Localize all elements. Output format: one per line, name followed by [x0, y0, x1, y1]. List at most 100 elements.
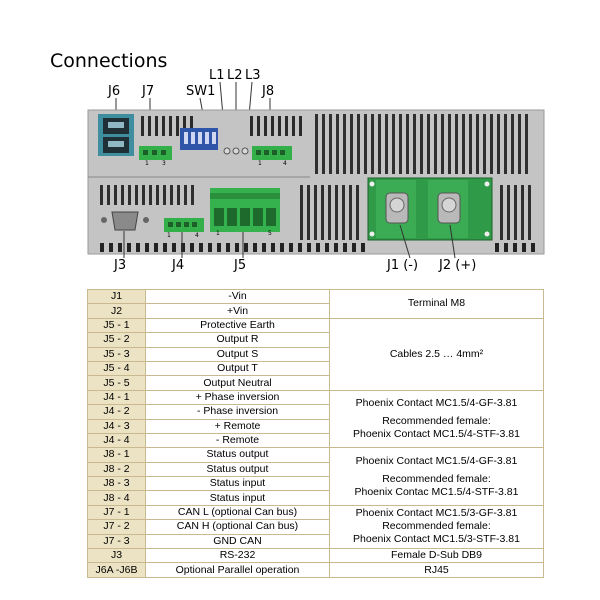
spec-text: Female D-Sub DB9 [390, 549, 483, 562]
row-id: J6A -J6B [87, 562, 146, 578]
row-id: J4 - 4 [87, 432, 146, 449]
spec-cell: Phoenix Contact MC1.5/4-GF-3.81 Recommen… [329, 447, 544, 506]
j3-db9-connector [101, 211, 149, 231]
row-desc: GND CAN [145, 533, 330, 550]
row-id: J8 - 4 [87, 490, 146, 506]
row-id: J5 - 5 [87, 375, 146, 391]
table-row: J5 - 2 Output R [87, 332, 544, 348]
spec-cell: Terminal M8 [329, 289, 544, 319]
j4-pin-last: 4 [195, 232, 199, 239]
row-desc: Output T [145, 360, 330, 377]
row-id: J7 - 1 [87, 504, 146, 521]
j4-pin-first: 1 [167, 232, 171, 239]
row-id: J8 - 2 [87, 461, 146, 478]
spec-text: Phoenix Contact MC1.5/4-GF-3.81 [355, 397, 518, 410]
row-desc: CAN L (optional Can bus) [145, 504, 330, 521]
sw1-dip-switch [180, 128, 218, 150]
row-desc: - Phase inversion [145, 404, 330, 420]
spec-text: Phoenix Contact MC1.5/3-STF-3.81 [353, 533, 520, 546]
spec-text: Phoenix Contact MC1.5/4-STF-3.81 [353, 428, 520, 441]
label-l3: L3 [245, 68, 261, 83]
j7-pin-last: 3 [162, 160, 166, 167]
table-row: J7 - 1 CAN L (optional Can bus) Phoenix … [87, 504, 544, 550]
row-desc: Status output [145, 461, 330, 478]
table-row: J8 - 1 Status output Phoenix Contact MC1… [87, 447, 544, 506]
row-id: J3 [87, 548, 146, 564]
row-id: J4 - 1 [87, 389, 146, 406]
spec-text: Phoenix Contac MC1.5/4-STF-3.81 [354, 485, 519, 498]
page-title: Connections [50, 50, 168, 72]
row-desc: +Vin [145, 303, 330, 319]
row-id: J2 [87, 303, 146, 319]
spec-cell: Cables 2.5 … 4mm² [329, 317, 544, 391]
spec-text: RJ45 [424, 563, 449, 576]
table-row: J7 - 3 GND CAN [87, 533, 544, 550]
spec-text: Recommended female: [382, 415, 491, 428]
j7-terminal-connector [139, 146, 172, 160]
row-desc: Output R [145, 332, 330, 348]
j6-rj45-connector [98, 114, 134, 156]
spec-cell: RJ45 [329, 562, 544, 578]
j7-pin-first: 1 [145, 160, 149, 167]
table-row: J8 - 4 Status input [87, 490, 544, 506]
row-id: J5 - 1 [87, 317, 146, 334]
spec-text: Phoenix Contact MC1.5/4-GF-3.81 [355, 454, 518, 467]
spec-text: Cables 2.5 … 4mm² [389, 347, 484, 360]
row-desc: Optional Parallel operation [145, 562, 330, 578]
table-row: J5 - 3 Output S [87, 346, 544, 362]
row-id: J5 - 3 [87, 346, 146, 362]
j1-j2-terminal-board [367, 177, 493, 241]
row-id: J4 - 3 [87, 418, 146, 434]
spec-text: Recommended female: [382, 472, 491, 485]
table-row: J8 - 2 Status output [87, 461, 544, 478]
label-j5: J5 [234, 258, 247, 273]
label-sw1: SW1 [186, 84, 216, 99]
row-desc: RS-232 [145, 548, 330, 564]
connections-table: J1 -Vin Terminal M8 J2 +Vin J5 - 1 Prote… [87, 288, 544, 578]
table-row: J5 - 1 Protective Earth Cables 2.5 … 4mm… [87, 317, 544, 391]
label-j1: J1 (-) [387, 258, 419, 273]
j5-pin-first: 1 [216, 230, 220, 237]
j4-terminal-connector [164, 218, 204, 232]
row-desc: + Remote [145, 418, 330, 434]
spec-text: Recommended female: [382, 520, 491, 533]
j5-pin-last: 5 [268, 230, 272, 237]
row-desc: Output Neutral [145, 375, 330, 391]
panel-drawing [87, 81, 545, 259]
row-id: J7 - 2 [87, 519, 146, 535]
spec-cell: Female D-Sub DB9 [329, 548, 544, 564]
row-desc: - Remote [145, 432, 330, 449]
table-row: J2 +Vin [87, 303, 544, 319]
label-j6: J6 [108, 84, 121, 99]
row-id: J5 - 4 [87, 360, 146, 377]
j8-pin-last: 4 [283, 160, 287, 167]
label-j2: J2 (+) [439, 258, 477, 273]
row-desc: Protective Earth [145, 317, 330, 334]
row-id: J7 - 3 [87, 533, 146, 550]
row-desc: CAN H (optional Can bus) [145, 519, 330, 535]
j8-pin-first: 1 [258, 160, 262, 167]
row-id: J5 - 2 [87, 332, 146, 348]
spec-cell: Phoenix Contact MC1.5/4-GF-3.81 Recommen… [329, 389, 544, 449]
table-row: J3 RS-232 Female D-Sub DB9 [87, 548, 544, 564]
table-row: J8 - 3 Status input [87, 476, 544, 492]
status-leds [223, 147, 249, 155]
table-row: J6A -J6B Optional Parallel operation RJ4… [87, 562, 544, 578]
spec-cell: Phoenix Contact MC1.5/3-GF-3.81 Recommen… [329, 504, 544, 550]
connector-panel-diagram: J6 J7 SW1 L1 L2 L3 J8 1 3 1 4 1 4 1 5 J3… [0, 0, 600, 290]
label-j8: J8 [262, 84, 275, 99]
row-desc: Output S [145, 346, 330, 362]
table-row: J5 - 4 Output T [87, 360, 544, 377]
row-id: J8 - 1 [87, 447, 146, 463]
label-j4: J4 [172, 258, 185, 273]
table-row: J4 - 1 + Phase inversion Phoenix Contact… [87, 389, 544, 449]
row-desc: Status input [145, 490, 330, 506]
row-id: J4 - 2 [87, 404, 146, 420]
label-j3: J3 [114, 258, 127, 273]
j5-output-terminal [210, 188, 280, 232]
j8-terminal-connector [252, 146, 292, 160]
label-l1: L1 [209, 68, 225, 83]
spec-text: Phoenix Contact MC1.5/3-GF-3.81 [355, 507, 518, 520]
row-desc: Status output [145, 447, 330, 463]
spec-text: Terminal M8 [407, 297, 466, 310]
